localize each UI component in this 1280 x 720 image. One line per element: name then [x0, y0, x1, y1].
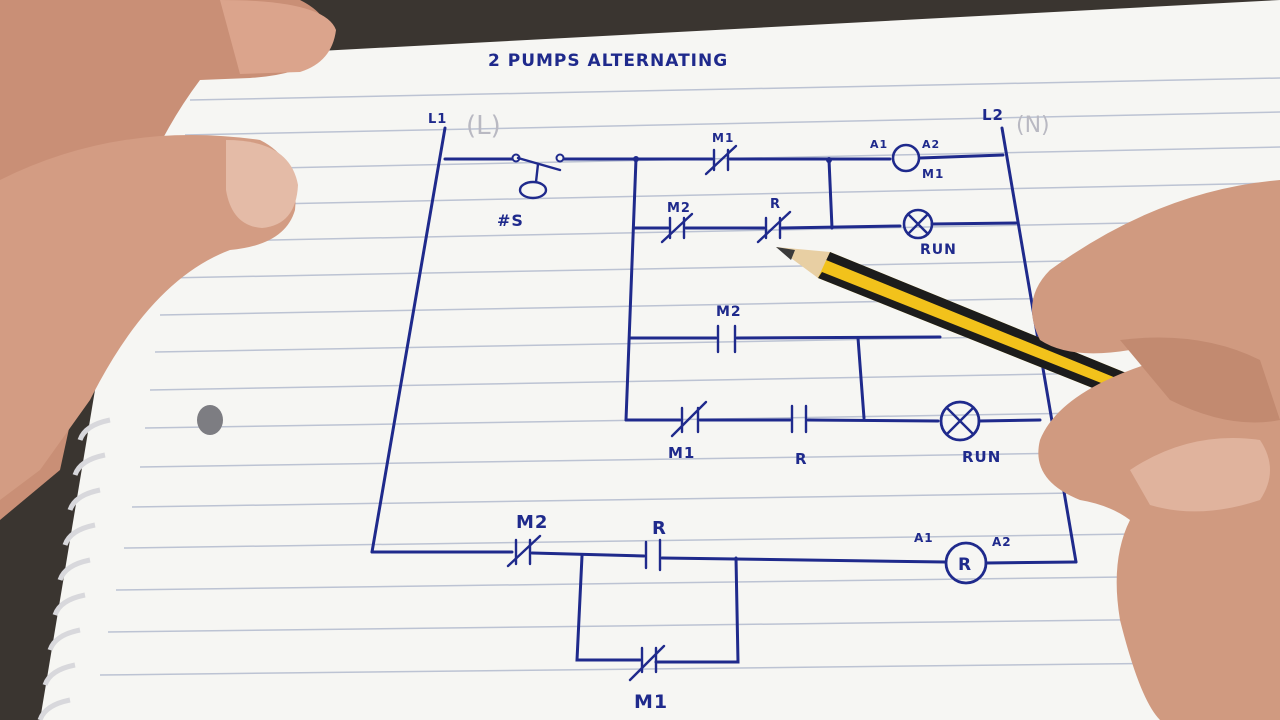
switch-label: #S	[497, 211, 524, 230]
punch-hole	[197, 405, 223, 435]
seal-branch-left	[575, 554, 642, 662]
junction-dot	[633, 156, 639, 162]
r-no-relay-label: R	[652, 518, 667, 539]
rail-left-label: L1	[428, 112, 447, 127]
row3-wire-b	[735, 335, 942, 340]
m1-contact-label: M1	[712, 131, 734, 145]
rail-right-alt-label: (N)	[1016, 113, 1050, 138]
m1-coil-a1: A1	[870, 138, 888, 151]
m1-nc-contact-row4	[670, 400, 708, 438]
r-nc-contact	[756, 210, 792, 244]
m1-contact-row1	[704, 144, 738, 176]
seal-branch-right	[654, 556, 740, 664]
relay-r-a1: A1	[914, 531, 934, 545]
r-no-row4-label: R	[795, 450, 808, 468]
diagram-title: 2 PUMPS ALTERNATING	[488, 51, 728, 71]
row2-wire-c	[780, 224, 902, 230]
row5-wire-d	[984, 560, 1078, 565]
notebook-paper	[40, 0, 1280, 720]
pencil	[776, 247, 1180, 415]
m2-no-label: M2	[716, 304, 742, 320]
m2-nc-contact	[660, 212, 694, 244]
row1-wire-d	[918, 153, 1005, 160]
row2-wire-d	[930, 221, 1018, 226]
row5-wire-c	[660, 556, 947, 564]
r-no-contact-row4	[790, 404, 808, 434]
rail-right-label: L2	[982, 106, 1004, 124]
inner-vertical-left	[624, 157, 638, 422]
rail-left-alt-label: (L)	[466, 111, 501, 141]
row5-wire-b	[530, 551, 646, 558]
right-hand	[1032, 180, 1280, 720]
m1-coil-label: M1	[922, 167, 944, 181]
row4-wire-c	[806, 418, 940, 423]
inner-vertical-row12	[827, 158, 834, 230]
inner-vertical-row34	[856, 336, 866, 420]
r-no-relay-contact	[644, 538, 662, 572]
rail-l1-wire	[370, 126, 447, 554]
m2-nc-relay-label: M2	[516, 512, 548, 533]
left-hand	[0, 0, 336, 520]
junction-dot	[826, 157, 832, 163]
m1-nc-seal-label: M1	[634, 691, 668, 713]
r-nc-label: R	[770, 197, 781, 212]
relay-r-a2: A2	[992, 535, 1012, 549]
m1-nc-seal-contact	[628, 644, 666, 682]
row4-wire-d	[977, 418, 1042, 423]
m2-nc-label: M2	[667, 201, 691, 216]
m1-coil-a2: A2	[922, 138, 940, 151]
relay-r-coil-label: R	[958, 555, 972, 575]
m1-nc-row4-label: M1	[668, 444, 695, 462]
run-lamp-1-label: RUN	[920, 242, 957, 258]
m2-nc-relay-contact	[506, 534, 542, 568]
run-lamp-2-label: RUN	[962, 448, 1001, 466]
m2-no-contact	[716, 324, 737, 354]
